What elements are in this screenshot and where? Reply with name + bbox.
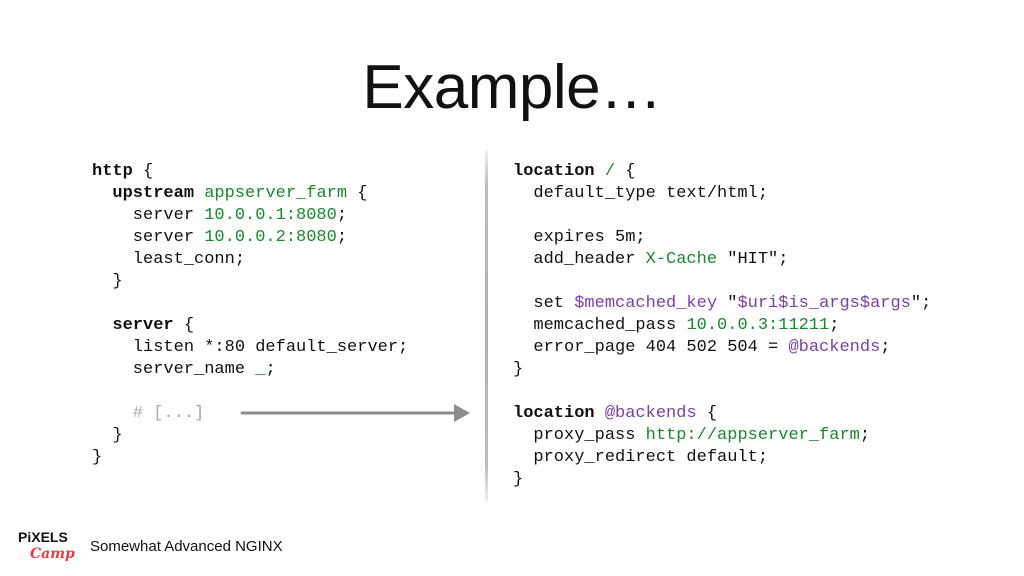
code-line: set $memcached_key "$uri$is_args$args"; (513, 293, 931, 315)
code-line (513, 381, 931, 403)
code-line (513, 271, 931, 293)
code-token: ; (336, 206, 348, 225)
code-line: location @backends { (513, 403, 931, 425)
code-token (92, 316, 112, 335)
code-token: ; (880, 338, 891, 357)
code-line: } (92, 447, 408, 469)
code-token: "; (910, 294, 932, 313)
code-line: # [...] (92, 403, 408, 425)
code-token: add_header (513, 250, 646, 269)
code-token (92, 184, 112, 203)
code-token (194, 184, 204, 203)
code-token: listen *:80 default_server; (92, 338, 409, 357)
code-line (92, 293, 408, 315)
column-divider (485, 150, 488, 502)
logo-text-camp: Camp (30, 546, 75, 562)
code-token: proxy_redirect default; (513, 448, 769, 467)
code-token: } (92, 426, 123, 445)
code-token: ; (336, 228, 348, 247)
code-line: } (513, 469, 931, 491)
code-token: } (92, 448, 103, 467)
code-line: location / { (513, 161, 931, 183)
code-token: / (604, 162, 616, 181)
code-token: ; (859, 426, 871, 445)
code-token: http://appserver_farm (645, 426, 860, 445)
code-line: server { (92, 315, 408, 337)
code-token: server (92, 206, 205, 225)
code-token: appserver_farm (204, 184, 348, 203)
code-token: 10.0.0.2:8080 (204, 228, 337, 247)
code-token: X-Cache (645, 250, 718, 269)
code-token: @backends (604, 404, 697, 423)
code-token: server (112, 316, 174, 335)
code-line (513, 205, 931, 227)
code-line: memcached_pass 10.0.0.3:11211; (513, 315, 931, 337)
code-line: default_type text/html; (513, 183, 931, 205)
code-line: server 10.0.0.2:8080; (92, 227, 408, 249)
code-line: listen *:80 default_server; (92, 337, 408, 359)
code-line: upstream appserver_farm { (92, 183, 408, 205)
code-token: upstream (112, 184, 195, 203)
code-token: { (347, 184, 368, 203)
code-token: proxy_pass (513, 426, 646, 445)
code-token: # [...] (92, 404, 205, 423)
code-token: memcached_pass (513, 316, 687, 335)
code-line: } (92, 425, 408, 447)
code-token: { (132, 162, 154, 181)
code-token: server_name (92, 360, 256, 379)
code-token: set (513, 294, 575, 313)
code-line: http { (92, 161, 408, 183)
code-token: $uri$is_args$args (737, 294, 911, 313)
code-line: server_name _; (92, 359, 408, 381)
code-token: { (173, 316, 195, 335)
code-line: } (513, 359, 931, 381)
code-token: @backends (788, 338, 881, 357)
code-token: ; (829, 316, 840, 335)
code-token (595, 162, 605, 181)
pixels-camp-logo: PiXELS Camp (18, 529, 75, 562)
code-token: least_conn; (92, 250, 246, 269)
code-line: add_header X-Cache "HIT"; (513, 249, 931, 271)
code-token: error_page 404 502 504 = (513, 338, 789, 357)
code-line: expires 5m; (513, 227, 931, 249)
code-line: proxy_redirect default; (513, 447, 931, 469)
code-token: _ (255, 360, 266, 379)
code-line: least_conn; (92, 249, 408, 271)
code-token: ; (265, 360, 276, 379)
code-token (595, 404, 605, 423)
code-token: server (92, 228, 205, 247)
code-line: } (92, 271, 408, 293)
code-line: server 10.0.0.1:8080; (92, 205, 408, 227)
code-token: default_type text/html; (513, 184, 769, 203)
slide-title: Example… (362, 53, 662, 122)
right-code-block: location / { default_type text/html; exp… (513, 161, 931, 491)
code-line: error_page 404 502 504 = @backends; (513, 337, 931, 359)
code-token: 10.0.0.3:11211 (686, 316, 830, 335)
code-token: } (92, 272, 123, 291)
footer-text: Somewhat Advanced NGINX (90, 538, 283, 555)
code-token: location (513, 162, 595, 181)
code-line: proxy_pass http://appserver_farm; (513, 425, 931, 447)
code-token: expires 5m; (513, 228, 646, 247)
logo-text-pixels: PiXELS (18, 529, 68, 545)
right-arrow-icon (240, 404, 470, 422)
code-token: 10.0.0.1:8080 (204, 206, 337, 225)
code-token: http (92, 162, 133, 181)
code-token: } (513, 470, 524, 489)
code-token: location (513, 404, 595, 423)
code-token: " (717, 294, 738, 313)
code-token: { (696, 404, 718, 423)
code-token: { (615, 162, 636, 181)
code-token: $memcached_key (574, 294, 718, 313)
code-token: } (513, 360, 524, 379)
left-code-block: http { upstream appserver_farm { server … (92, 161, 408, 469)
code-token: "HIT"; (717, 250, 789, 269)
